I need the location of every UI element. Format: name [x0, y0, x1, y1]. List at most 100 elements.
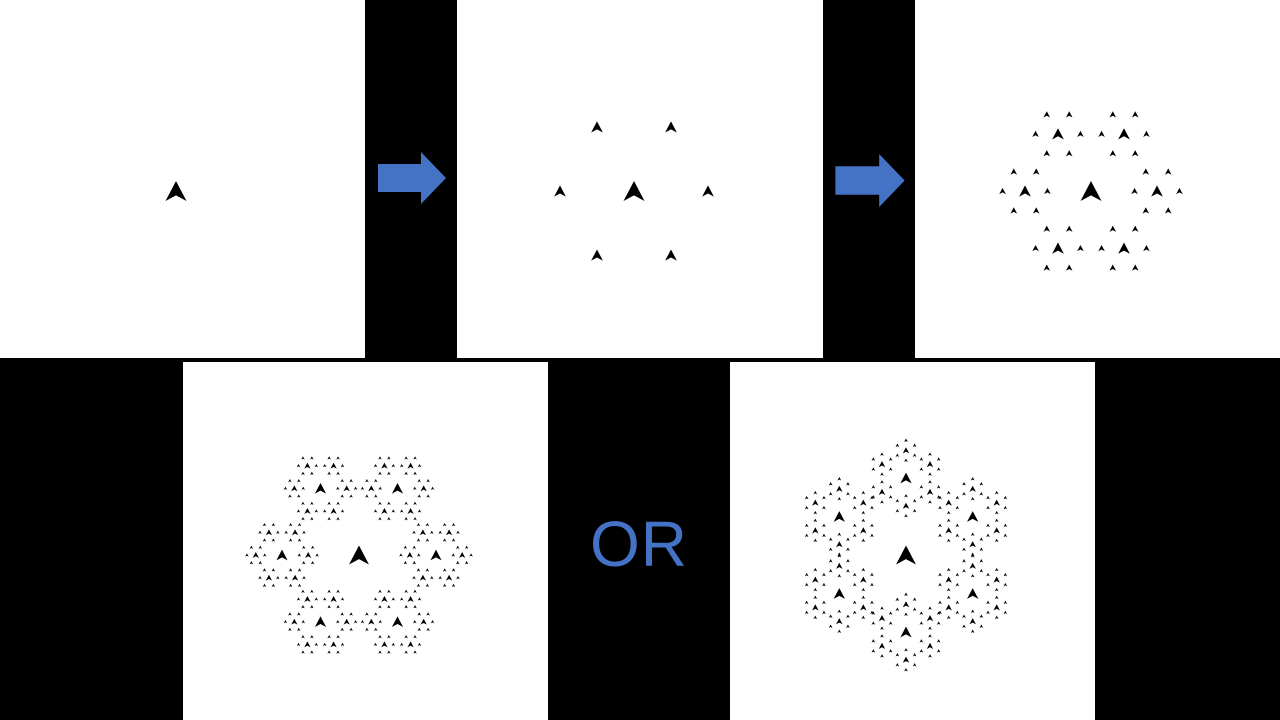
arrowhead-icon: [262, 583, 267, 588]
arrowhead-icon: [919, 457, 924, 461]
arrowhead-icon: [888, 649, 893, 653]
arrowhead-icon: [837, 552, 842, 556]
arrowhead-icon: [665, 121, 677, 133]
arrowhead-icon: [442, 568, 447, 572]
arrowhead-icon: [938, 533, 942, 538]
arrowhead-icon: [310, 561, 315, 565]
arrowhead-icon: [1142, 168, 1150, 175]
arrowhead-icon: [387, 634, 391, 639]
right-arrow-icon: [378, 152, 446, 204]
arrowhead-icon: [912, 508, 917, 513]
arrowhead-icon: [822, 505, 826, 510]
arrowhead-icon: [464, 561, 469, 565]
arrowhead-icon: [813, 587, 818, 592]
arrowhead-icon: [986, 533, 990, 538]
arrowhead-icon: [425, 538, 430, 542]
arrowhead-icon: [861, 615, 866, 620]
arrowhead-icon: [1043, 264, 1051, 271]
arrowhead-icon: [1003, 582, 1008, 587]
arrowhead-icon: [970, 554, 975, 558]
arrowhead-icon: [365, 478, 369, 483]
arrowhead-icon: [288, 494, 292, 498]
arrowhead-icon: [878, 615, 886, 622]
arrowhead-icon: [425, 522, 430, 527]
arrowhead-icon: [1118, 242, 1130, 254]
arrowhead-icon: [904, 513, 908, 518]
arrowhead-icon: [936, 611, 941, 615]
arrowhead-icon: [291, 574, 299, 581]
arrowhead-icon: [426, 494, 430, 498]
arrowhead-icon: [297, 478, 301, 483]
arrowhead-icon: [860, 576, 867, 583]
arrowhead-icon: [413, 486, 417, 490]
arrowhead-icon: [861, 490, 866, 495]
arrowhead-icon: [265, 574, 273, 581]
arrowhead-icon: [297, 568, 302, 572]
arrowhead-icon: [301, 605, 305, 609]
arrowhead-icon: [812, 604, 819, 611]
arrowhead-icon: [413, 517, 417, 521]
arrowhead-icon: [327, 501, 331, 505]
fractal-canvas-iteration-0: [165, 181, 187, 201]
arrowhead-icon: [1131, 150, 1139, 157]
arrowhead-icon: [813, 615, 818, 620]
arrowhead-icon: [330, 641, 337, 648]
panel-iteration-0: [0, 0, 365, 358]
arrowhead-icon: [880, 626, 884, 630]
arrowhead-icon: [895, 498, 900, 503]
arrowhead-icon: [946, 587, 951, 592]
arrowhead-icon: [430, 620, 435, 624]
arrowhead-icon: [936, 485, 941, 489]
arrowhead-icon: [360, 620, 365, 624]
arrowhead-icon: [288, 538, 293, 542]
arrowhead-icon: [330, 596, 337, 602]
arrowhead-icon: [993, 499, 1000, 506]
arrowhead-icon: [416, 583, 421, 588]
arrowhead-icon: [955, 610, 960, 615]
arrowhead-icon: [374, 627, 378, 632]
arrowhead-icon: [846, 547, 850, 551]
arrowhead-icon: [314, 463, 319, 468]
arrowhead-icon: [999, 187, 1006, 195]
arrowhead-icon: [399, 553, 403, 557]
arrowhead-icon: [904, 438, 908, 443]
arrowhead-icon: [301, 517, 305, 521]
arrowhead-icon: [381, 596, 388, 602]
arrowhead-icon: [836, 562, 843, 569]
arrowhead-icon: [895, 453, 900, 458]
arrowhead-icon: [938, 505, 942, 510]
arrowhead-icon: [407, 462, 414, 469]
panel-iteration-3-option-a: [183, 362, 548, 720]
arrowhead-icon: [314, 482, 327, 494]
arrowhead-icon: [419, 574, 427, 581]
arrowhead-icon: [430, 576, 434, 580]
arrowhead-icon: [966, 588, 979, 599]
arrowhead-icon: [391, 616, 404, 628]
arrowhead-icon: [301, 561, 306, 565]
arrowhead-icon: [912, 607, 917, 612]
arrowhead-icon: [813, 567, 818, 572]
arrowhead-icon: [836, 618, 843, 625]
arrowhead-icon: [456, 530, 460, 534]
arrowhead-icon: [288, 583, 293, 588]
arrowhead-icon: [979, 492, 984, 496]
arrowhead-icon: [365, 494, 369, 498]
arrowhead-icon: [1003, 572, 1008, 577]
arrowhead-icon: [1164, 168, 1172, 175]
arrowhead-icon: [301, 501, 305, 505]
arrowhead-icon: [416, 522, 421, 527]
arrowhead-icon: [413, 605, 417, 609]
arrowhead-icon: [378, 456, 382, 460]
arrowhead-icon: [804, 572, 809, 577]
arrowhead-icon: [928, 634, 932, 638]
arrowhead-icon: [1003, 505, 1008, 510]
arrowhead-icon: [1065, 150, 1073, 157]
arrowhead-icon: [349, 494, 353, 498]
arrowhead-icon: [327, 456, 331, 460]
arrowhead-icon: [904, 612, 908, 617]
arrowhead-icon: [314, 616, 327, 628]
arrowhead-icon: [301, 650, 305, 654]
arrowhead-icon: [837, 496, 842, 501]
arrowhead-icon: [288, 612, 292, 616]
arrowhead-icon: [1080, 181, 1102, 201]
